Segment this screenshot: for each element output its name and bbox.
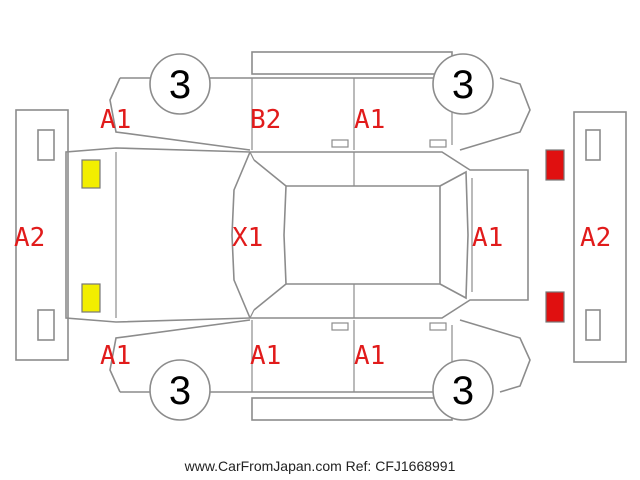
- taillight-upper: [545, 149, 565, 181]
- wheel-front-right: 3: [149, 359, 211, 421]
- front-bumper-outline: [15, 109, 69, 361]
- wheel-rear-right-count: 3: [452, 369, 474, 413]
- taillight-lower: [545, 291, 565, 323]
- wheel-front-right-count: 3: [169, 369, 191, 413]
- code-roof: X1: [232, 223, 263, 253]
- rear-bumper-outline: [573, 111, 627, 363]
- code-front-door-top: B2: [250, 105, 281, 135]
- code-left-bumper: A2: [14, 223, 45, 253]
- bottom-side-panels: [109, 319, 531, 421]
- headlight-lower: [81, 283, 101, 313]
- wheel-front-left: 3: [149, 53, 211, 115]
- code-rear-door-bottom: A1: [354, 341, 385, 371]
- headlight-upper: [81, 159, 101, 189]
- code-right-bumper: A2: [580, 223, 611, 253]
- code-rear-door-top: A1: [354, 105, 385, 135]
- wheel-front-left-count: 3: [169, 63, 191, 107]
- code-front-door-bottom: A1: [250, 341, 281, 371]
- wheel-rear-left: 3: [432, 53, 494, 115]
- car-body-top-view: [65, 147, 529, 323]
- code-rear-panel: A1: [472, 223, 503, 253]
- code-front-fender-top: A1: [100, 105, 131, 135]
- wheel-rear-left-count: 3: [452, 63, 474, 107]
- code-front-fender-bottom: A1: [100, 341, 131, 371]
- reference-footer: www.CarFromJapan.com Ref: CFJ1668991: [184, 458, 456, 474]
- wheel-rear-right: 3: [432, 359, 494, 421]
